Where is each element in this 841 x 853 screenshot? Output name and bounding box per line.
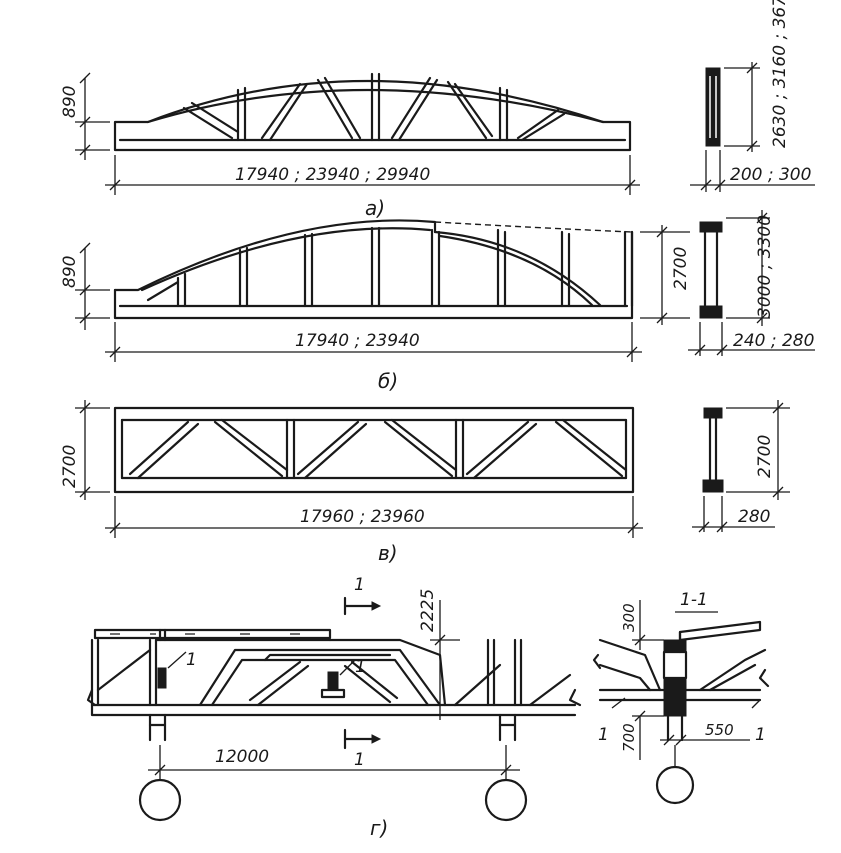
figure-v-caption: в) [378,541,398,565]
figure-b-section-height-dim: 3000 ; 3300 [755,215,775,318]
section-bottom-dim: 700 [620,723,638,752]
figure-a-segmental-truss: 890 17940 ; 23940 ; 29940 2630 ; 3160 ; … [60,0,815,220]
figure-g-section-mark-bottom: 1 [354,750,365,770]
figure-g-section-mark-top: 1 [354,575,365,595]
figure-g-element-label-left: 1 [186,650,197,670]
figure-v-section [703,407,723,419]
figure-a-caption: а) [365,196,385,220]
figure-v-section-height-dim: 2700 [755,435,775,478]
figure-b-section-width-dim: 240 ; 280 [733,331,814,351]
figure-b-caption: б) [378,369,398,393]
figure-b-length-dim: 17940 ; 23940 [295,331,420,351]
figure-b-section [699,221,723,233]
section-1-1-title: 1-1 [680,590,708,610]
figure-v-parallel-truss: 2700 17960 ; 23960 2700 280 в) [60,400,790,565]
figure-a-length-dim: 17940 ; 23940 ; 29940 [235,165,430,185]
section-width-dim: 550 [705,721,734,739]
figure-a-height-dim: 890 [60,86,80,118]
figure-g-caption: г) [370,816,388,840]
figure-v-length-dim: 17960 ; 23960 [300,507,425,527]
figure-b-total-height-dim: 2700 [671,247,691,290]
section-1-1: 1-1 300 700 550 1 1 [592,590,770,805]
figure-a-section-height-dim: 2630 ; 3160 ; 3675 [770,0,790,148]
figure-a-section [705,67,721,147]
figure-v-height-dim: 2700 [60,445,80,488]
section-top-dim: 300 [620,603,638,632]
figure-g-rise-dim: 2225 [418,589,438,632]
figure-b-height-dim: 890 [60,256,80,288]
section-left-label: 1 [598,725,609,745]
section-right-label: 1 [755,725,766,745]
figure-g-span-dim: 12000 [215,747,269,767]
figure-g-element-label-center: 1 [355,657,366,677]
figure-v-section-width-dim: 280 [738,507,770,527]
figure-g-subtruss-assembly: 12000 2225 1 1 1 1 г) [86,575,582,840]
figure-b-arched-truss: 890 2700 17940 ; 23940 3000 ; 3300 240 ;… [60,210,815,393]
figure-a-section-width-dim: 200 ; 300 [730,165,811,185]
